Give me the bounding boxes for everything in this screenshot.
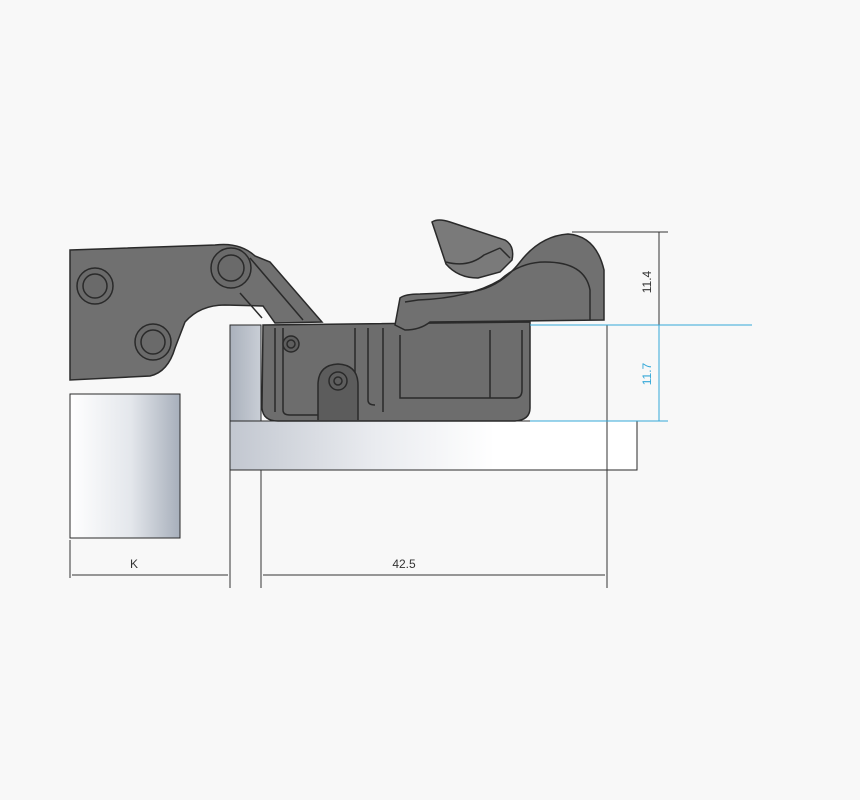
- screw-lower: [328, 371, 348, 391]
- door-panel: [69, 393, 181, 539]
- hinge-clip-lever: [394, 219, 605, 331]
- hinge-cup: [261, 321, 531, 422]
- dimension-height-top-label: 11.4: [640, 270, 654, 293]
- dimension-lines: [69, 231, 668, 588]
- dimension-k-label: K: [130, 557, 138, 571]
- mounting-panel: [229, 420, 638, 471]
- dimension-lines-blue: [530, 324, 752, 422]
- dimension-height-cup-label: 11.7: [640, 362, 654, 385]
- dimension-width-label: 42.5: [392, 557, 416, 571]
- hinge-arm: [69, 243, 324, 381]
- pivot-pin-3: [210, 247, 252, 289]
- screw-upper: [282, 335, 300, 353]
